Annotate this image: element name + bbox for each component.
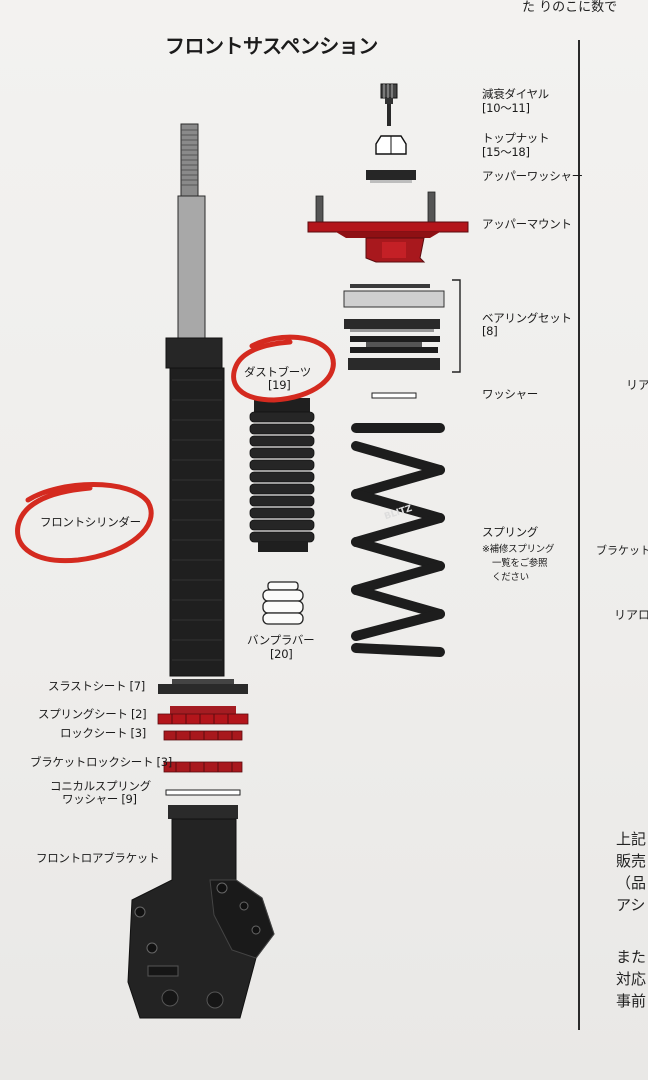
upper-washer-label: アッパーワッシャー [482, 169, 583, 183]
conical-washer-label-1: コニカルスプリング [50, 779, 151, 793]
bearing-set-part [343, 279, 461, 373]
right-edge-line-2: 販売 [616, 852, 647, 870]
top-nut-label: トップナット [482, 131, 550, 145]
damping-dial-label: 減衰ダイヤル [482, 87, 549, 101]
spring-label: スプリング [482, 525, 538, 539]
page-title: フロントサスペンション [165, 34, 378, 58]
thrust-sheet-part [158, 684, 248, 694]
dust-boot-label: ダストブーツ [244, 365, 311, 379]
washer-part [371, 392, 417, 399]
right-edge-line-4: アシ [616, 896, 646, 914]
coil-spring-part [351, 423, 445, 657]
bearing-set-label: ベアリングセット [482, 311, 572, 325]
front-cylinder-label: フロントシリンダー [40, 515, 141, 529]
lock-seat-label: ロックシート [3] [60, 726, 146, 740]
thrust-sheet-ring [172, 679, 234, 684]
spring-note-1: ※補修スプリング [482, 544, 555, 555]
bump-rubber-label: バンプラバー [247, 633, 315, 647]
top-nut-part [375, 135, 407, 155]
upper-mount-part [307, 191, 469, 263]
right-edge-line-3: （品 [616, 874, 647, 892]
washer-label: ワッシャー [482, 387, 538, 401]
bump-rubber-part [262, 581, 304, 625]
spring-note-3: ください [492, 572, 529, 583]
page-divider-line [578, 40, 580, 1030]
right-edge-text-a: リア [626, 378, 648, 392]
dust-boot-part [249, 398, 315, 552]
right-edge-text-b: ブラケットロ [596, 544, 648, 557]
damping-dial-part [380, 83, 398, 126]
bracket-lock-seat-part [163, 761, 243, 773]
bearing-set-ref: [8] [482, 324, 498, 338]
dust-boot-annotation-circle [231, 334, 336, 403]
thrust-sheet-label: スラストシート [7] [48, 679, 145, 693]
conical-washer-label-2: ワッシャー [9] [62, 792, 137, 806]
front-cylinder-annotation-circle [15, 482, 154, 564]
right-edge-line-1: 上記 [616, 830, 647, 848]
top-nut-ref: [15〜18] [482, 145, 530, 159]
upper-washer-part [366, 170, 416, 183]
top-cut-text: た りのこに数で [522, 0, 618, 15]
lock-seat-part [163, 730, 243, 741]
damping-dial-ref: [10〜11] [482, 101, 530, 115]
spring-seat-part [157, 706, 249, 725]
bracket-lock-seat-label: ブラケットロックシート [3] [30, 755, 172, 769]
upper-mount-label: アッパーマウント [482, 217, 572, 231]
front-lower-bracket-part [127, 805, 275, 1019]
bump-rubber-ref: [20] [270, 647, 293, 661]
right-edge-line-7: 事前 [616, 992, 647, 1010]
front-cylinder-body [165, 337, 225, 677]
shock-rod [177, 123, 206, 340]
conical-washer-part [165, 789, 241, 796]
front-lower-bracket-label: フロントロアブラケット [36, 851, 160, 865]
right-edge-text-c: リアロ [614, 608, 648, 622]
right-edge-line-5: また [616, 948, 647, 966]
spring-seat-label: スプリングシート [2] [38, 707, 147, 721]
dust-boot-ref: [19] [268, 378, 291, 392]
right-edge-line-6: 対応 [616, 970, 647, 988]
spring-note-2: 一覧をご参照 [492, 558, 548, 569]
